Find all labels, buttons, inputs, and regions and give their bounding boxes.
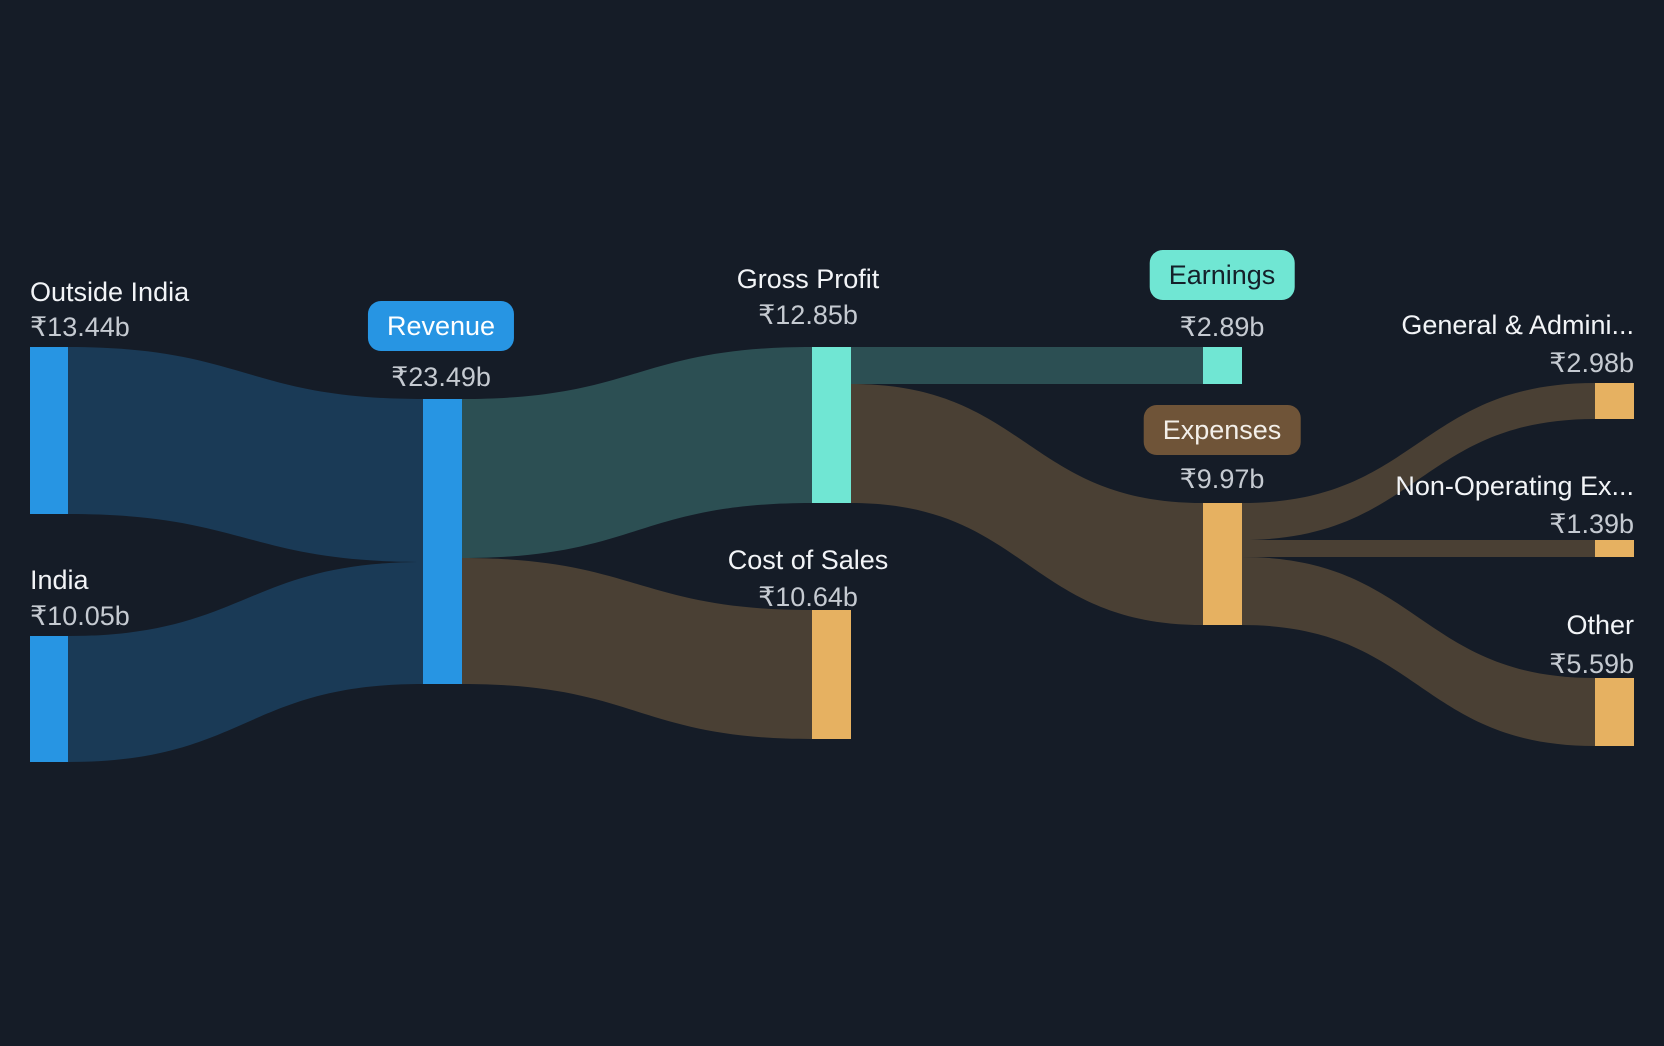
node-gross-profit[interactable] <box>812 347 851 503</box>
link-outside-india-to-revenue[interactable] <box>68 347 423 562</box>
link-expenses-to-general-admin[interactable] <box>1242 383 1595 540</box>
link-expenses-to-non-operating[interactable] <box>1242 540 1595 557</box>
node-outside-india[interactable] <box>30 347 68 514</box>
node-cost-of-sales[interactable] <box>812 610 851 739</box>
node-general-admin[interactable] <box>1595 383 1634 419</box>
link-gross-profit-to-earnings[interactable] <box>851 347 1203 384</box>
node-india[interactable] <box>30 636 68 762</box>
link-india-to-revenue[interactable] <box>68 562 423 762</box>
node-other[interactable] <box>1595 678 1634 746</box>
link-gross-profit-to-expenses[interactable] <box>851 384 1203 625</box>
node-earnings[interactable] <box>1203 347 1242 384</box>
link-expenses-to-other[interactable] <box>1242 557 1595 746</box>
node-revenue[interactable] <box>423 399 462 684</box>
link-revenue-to-cost-of-sales[interactable] <box>462 558 812 739</box>
node-non-operating[interactable] <box>1595 540 1634 557</box>
node-expenses[interactable] <box>1203 503 1242 625</box>
link-revenue-to-gross-profit[interactable] <box>462 347 812 558</box>
